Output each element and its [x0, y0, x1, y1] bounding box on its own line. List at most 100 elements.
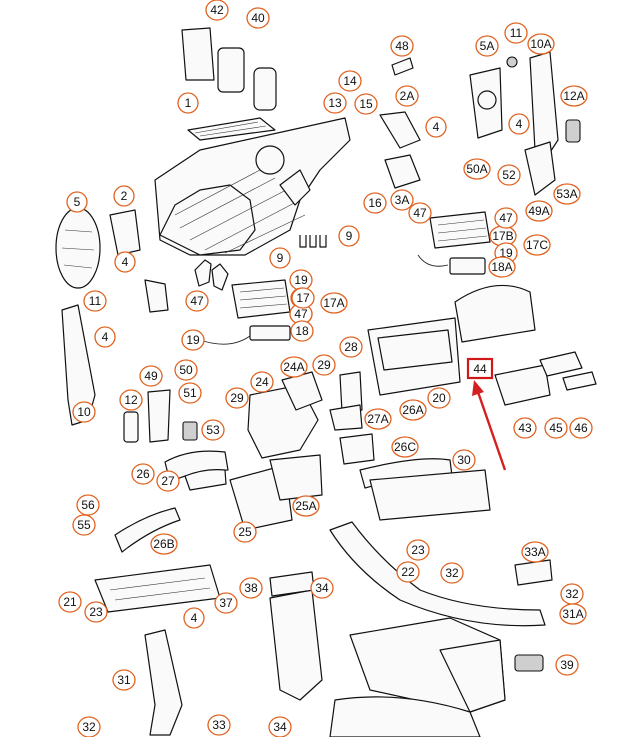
callout-56: 56 — [76, 494, 100, 516]
callout-25A: 25A — [292, 495, 320, 517]
vent-18A — [449, 257, 486, 275]
callout-label: 37 — [219, 596, 233, 610]
callout-53: 53 — [201, 419, 225, 441]
callout-label: 27A — [367, 412, 388, 426]
callout-label: 23 — [411, 543, 425, 557]
callout-33A: 33A — [521, 541, 549, 563]
callout-10: 10 — [72, 401, 96, 423]
highlighted-callout-label: 44 — [473, 362, 487, 376]
callout-label: 18A — [491, 260, 512, 274]
cover-44 — [454, 284, 536, 343]
callout-label: 3A — [395, 193, 410, 207]
callout-label: 11 — [510, 26, 523, 40]
callout-32: 32 — [77, 716, 101, 737]
callout-33: 33 — [207, 714, 231, 736]
callout-label: 51 — [183, 386, 197, 400]
callout-label: 47 — [413, 206, 427, 220]
callout-label: 4 — [516, 117, 523, 131]
callout-label: 45 — [549, 421, 563, 435]
callout-52: 52 — [497, 164, 521, 186]
callout-1: 1 — [177, 92, 199, 114]
callout-50: 50 — [174, 359, 198, 381]
duct-25A — [269, 454, 323, 501]
callout-label: 30 — [457, 453, 471, 467]
frame-40 — [217, 47, 245, 93]
callout-label: 18 — [295, 324, 309, 338]
callout-14: 14 — [338, 70, 362, 92]
callout-label: 32 — [565, 587, 579, 601]
callout-label: 53 — [206, 423, 220, 437]
callout-label: 17B — [492, 229, 513, 243]
callout-label: 23 — [89, 605, 103, 619]
callout-21: 21 — [58, 591, 82, 613]
callout-label: 24A — [283, 360, 304, 374]
cover-48 — [391, 57, 414, 76]
callout-label: 47 — [499, 211, 513, 225]
callout-20: 20 — [427, 387, 451, 409]
duct-26 — [164, 450, 229, 483]
callout-17C: 17C — [523, 234, 551, 256]
callout-31: 31 — [112, 669, 136, 691]
callout-50A: 50A — [463, 158, 491, 180]
callout-4: 4 — [94, 326, 116, 348]
callout-label: 25 — [238, 525, 252, 539]
callout-label: 49 — [144, 369, 158, 383]
callout-42: 42 — [205, 0, 229, 21]
callout-label: 10A — [530, 37, 551, 51]
callout-28: 28 — [339, 336, 363, 358]
callout-46: 46 — [569, 417, 593, 439]
plate-3A — [384, 154, 421, 189]
callout-27: 27 — [156, 470, 180, 492]
callout-40: 40 — [246, 7, 270, 29]
bracket-49 — [147, 389, 171, 443]
callout-19: 19 — [181, 329, 205, 351]
callout-43: 43 — [513, 417, 537, 439]
callout-label: 31A — [562, 607, 583, 621]
callout-32: 32 — [440, 562, 464, 584]
callout-label: 42 — [210, 3, 224, 17]
callout-label: 16 — [368, 196, 382, 210]
vent-18 — [249, 325, 291, 341]
callout-29: 29 — [312, 354, 336, 376]
callout-23: 23 — [406, 539, 430, 561]
callout-47: 47 — [185, 290, 209, 312]
callout-39: 39 — [555, 654, 579, 676]
callout-label: 50 — [179, 363, 193, 377]
callout-label: 17C — [526, 238, 548, 252]
callout-label: 26 — [136, 467, 150, 481]
vent-17B — [429, 211, 491, 249]
console-frame-31A — [329, 521, 546, 627]
callout-label: 24 — [255, 375, 269, 389]
callout-label: 12 — [124, 393, 138, 407]
callout-27A: 27A — [364, 408, 392, 430]
callout-49: 49 — [139, 365, 163, 387]
callout-label: 19 — [186, 333, 200, 347]
callout-4: 4 — [425, 116, 447, 138]
callout-label: 27 — [161, 474, 175, 488]
callout-label: 50A — [466, 162, 487, 176]
callout-5A: 5A — [475, 35, 499, 57]
callout-4: 4 — [508, 113, 530, 135]
callout-37: 37 — [214, 592, 238, 614]
callout-11: 11 — [504, 22, 528, 44]
bracket-3 — [144, 279, 169, 313]
callout-label: 56 — [81, 498, 95, 512]
callout-label: 25A — [295, 499, 316, 513]
trim-2 — [109, 209, 141, 256]
callout-label: 26A — [402, 403, 423, 417]
callout-15: 15 — [354, 93, 378, 115]
callout-18A: 18A — [488, 256, 516, 278]
callout-25: 25 — [233, 521, 257, 543]
switch-53 — [182, 421, 198, 441]
callout-label: 47 — [190, 294, 204, 308]
callout-label: 34 — [273, 720, 287, 734]
clip-11-top — [506, 56, 518, 68]
highlight-arrow — [472, 380, 507, 471]
callout-10A: 10A — [527, 33, 555, 55]
callout-51: 51 — [178, 382, 202, 404]
callout-label: 11 — [89, 294, 102, 308]
callout-4: 4 — [114, 251, 136, 273]
callout-label: 26C — [394, 440, 416, 454]
